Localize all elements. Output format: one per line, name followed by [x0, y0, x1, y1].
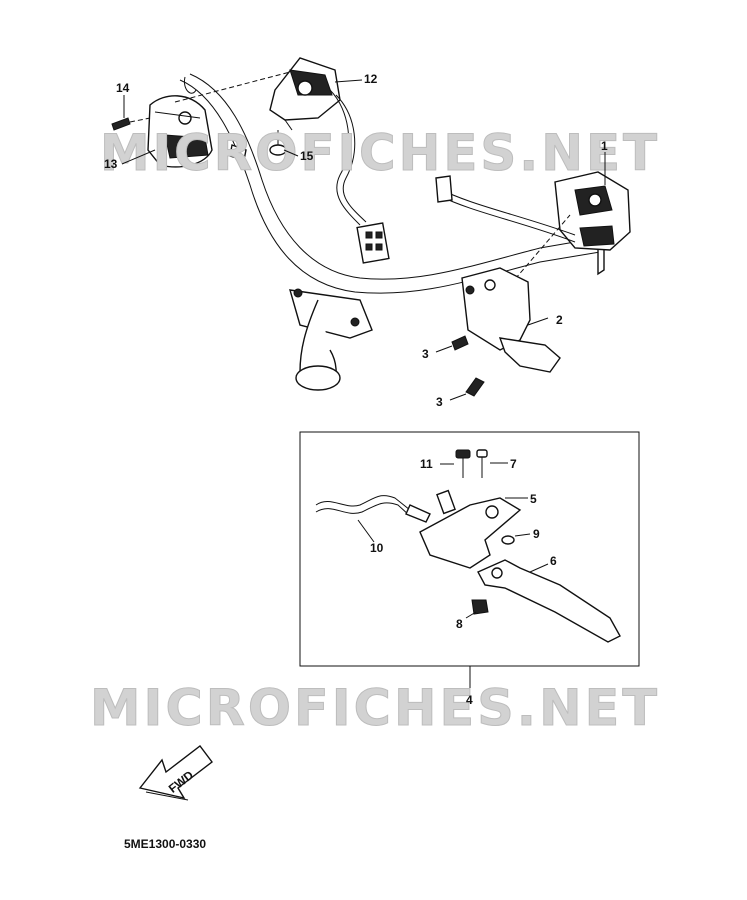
callout-9: 9: [533, 527, 540, 541]
callout-13: 13: [104, 157, 118, 171]
callout-4: 4: [466, 693, 473, 707]
screw-15: [269, 130, 287, 156]
screw-3a: [435, 335, 469, 353]
callout-8: 8: [456, 617, 463, 631]
pin-7: [476, 449, 508, 478]
callout-10: 10: [370, 541, 384, 555]
callout-5: 5: [530, 492, 537, 506]
callout-6: 6: [550, 554, 557, 568]
callout-11: 11: [420, 457, 433, 471]
lever-assembly-box: [299, 431, 640, 688]
screw-3b: [449, 377, 485, 401]
screw-14: [111, 95, 151, 131]
lever-6: [477, 559, 621, 643]
nut-9: [501, 533, 531, 545]
cable-10: [315, 495, 431, 543]
master-cylinder-2: [461, 267, 561, 373]
watermark-top: MICROFICHES.NET: [100, 124, 660, 182]
right-switch-1: [435, 171, 631, 286]
callout-1: 1: [601, 139, 608, 153]
callout-14: 14: [116, 81, 130, 95]
fwd-arrow: FWD: [138, 745, 213, 801]
callout-7: 7: [510, 457, 517, 471]
left-switch-housing: [147, 95, 213, 168]
nut-8: [465, 599, 489, 619]
handlebar: [179, 73, 605, 391]
callout-3a: 3: [422, 347, 429, 361]
lever-bracket-5: [419, 489, 528, 569]
callout-3b: 3: [436, 395, 443, 409]
right-switch-12: [174, 57, 390, 264]
callout-12: 12: [364, 72, 378, 86]
watermark-bottom: MICROFICHES.NET: [90, 679, 660, 737]
diagram-code: 5ME1300-0330: [124, 837, 206, 851]
bolt-11: [440, 449, 471, 478]
callouts: 1 2 3 3 4 5 6 7 8 9 10 11 12 13 14 15: [104, 72, 608, 707]
callout-15: 15: [300, 149, 314, 163]
callout-2: 2: [556, 313, 563, 327]
